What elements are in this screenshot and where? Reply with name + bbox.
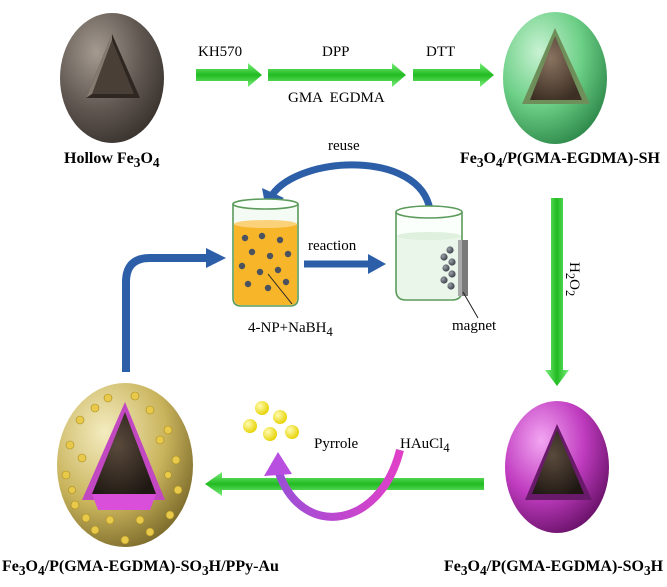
- curved-arrow-au-deposition: [264, 449, 404, 521]
- label-4np-nabh4: 4-NP+NaBH4: [248, 320, 333, 339]
- arrow-kh570: [196, 63, 262, 87]
- reaction-beaker: [232, 198, 299, 307]
- arrow-feed-to-beaker: [122, 254, 210, 372]
- label-haucl4: HAuCl4: [400, 436, 450, 455]
- arrow-reaction: [304, 254, 386, 274]
- so3h-functionalized-sphere: [505, 401, 609, 533]
- arrow-dpp: [268, 63, 406, 87]
- separation-beaker: [395, 205, 463, 301]
- label-gma-egdma: GMA EGDMA: [288, 90, 385, 106]
- label-fe3o4-so3h: Fe3O4/P(GMA-EGDMA)-SO3H: [444, 558, 664, 579]
- label-dpp: DPP: [322, 44, 350, 60]
- arrow-pyrrole-haucl4: [205, 472, 484, 496]
- arrow-h2o2: [545, 198, 569, 386]
- arrow-dtt: [413, 63, 494, 87]
- label-reuse: reuse: [328, 138, 360, 154]
- label-fe3o4-sh: Fe3O4/P(GMA-EGDMA)-SH: [460, 150, 660, 171]
- label-kh570: KH570: [198, 44, 243, 60]
- label-fe3o4-ppy-au: Fe3O4/P(GMA-EGDMA)-SO3H/PPy-Au: [2, 558, 279, 579]
- gold-nanoparticles: [243, 401, 299, 441]
- label-pyrrole: Pyrrole: [314, 436, 359, 452]
- label-dtt: DTT: [426, 44, 456, 60]
- label-magnet: magnet: [452, 318, 497, 334]
- label-h2o2: H2O2: [563, 262, 582, 297]
- hollow-fe3o4-sphere: [60, 13, 164, 143]
- label-hollow-fe3o4: Hollow Fe3O4: [64, 150, 160, 171]
- arrow-head-feed: [206, 248, 226, 268]
- magnet-bar: [458, 240, 479, 319]
- sh-functionalized-sphere: [503, 12, 607, 144]
- ppy-au-sphere: [57, 383, 193, 547]
- label-reaction: reaction: [308, 238, 357, 254]
